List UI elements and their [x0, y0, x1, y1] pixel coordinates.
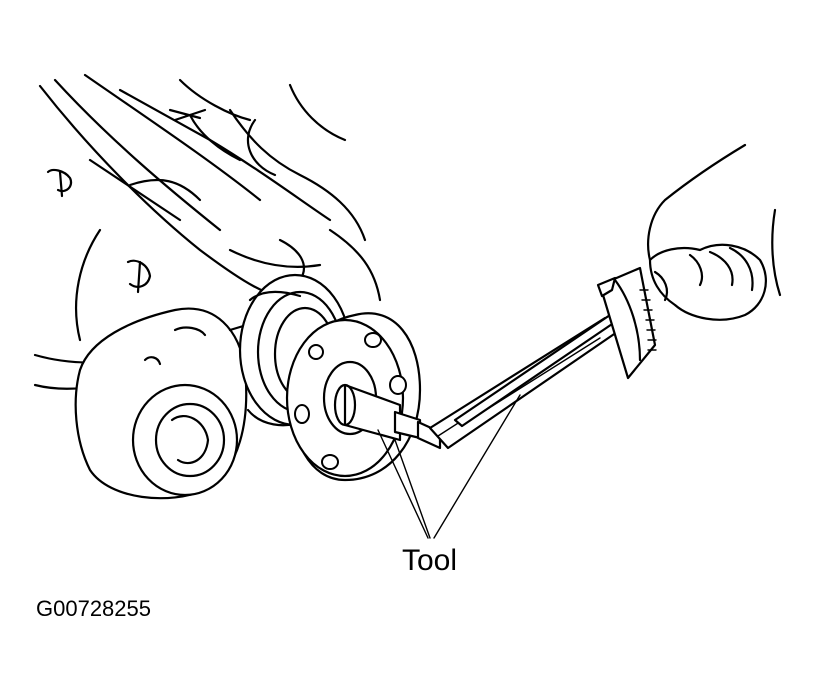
leader-line-icon: [377, 394, 521, 539]
hand-icon: [647, 143, 782, 321]
tool-callout-label: Tool: [402, 544, 458, 577]
lower-arm-bushing: [74, 298, 332, 500]
torque-wrench-icon: [428, 266, 657, 450]
figure-id: G00728255: [36, 596, 151, 621]
